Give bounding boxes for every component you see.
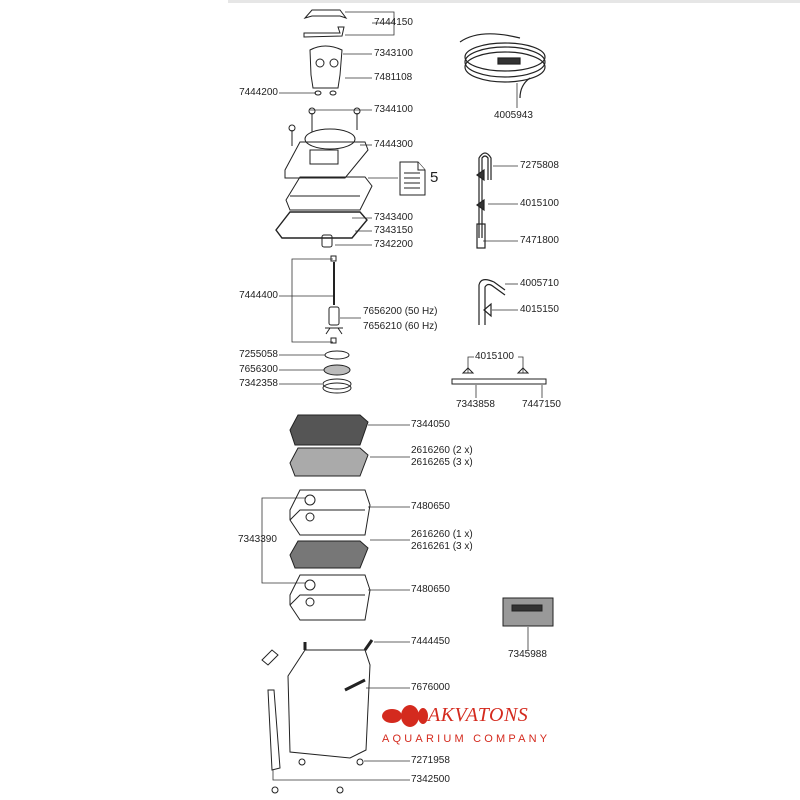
logo-name: AKVATONS [428,704,529,726]
motor-head-part [309,45,343,96]
part-label: 7656300 [239,364,278,375]
grease-packet-part [502,597,554,627]
filter-pads [289,414,369,569]
part-label: 7444150 [374,17,413,28]
part-label: 7342500 [411,774,450,785]
part-label: 7444300 [374,139,413,150]
part-label: 7676000 [411,682,450,693]
part-label: 7255058 [239,349,278,360]
part-label: 7447150 [522,399,561,410]
part-label: 7444200 [239,87,278,98]
clip-part [303,9,348,38]
part-label: 7342358 [239,378,278,389]
part-label: 7275808 [520,160,559,171]
canister-part [261,639,374,794]
part-label: 2616265 (3 x) [411,457,473,468]
part-label: 7344100 [374,104,413,115]
document-icon [399,161,426,196]
part-label: 2616260 (2 x) [411,445,473,456]
spray-bar-part [451,367,547,385]
top-divider [228,0,800,3]
part-label: 7471800 [520,235,559,246]
part-label: 4005943 [494,110,533,121]
part-label: 4015150 [520,304,559,315]
part-label: 7343858 [456,399,495,410]
part-label: 7656200 (50 Hz) [363,306,438,317]
part-label: 2616261 (3 x) [411,541,473,552]
part-label: 7343390 [238,534,277,545]
leader-lines [261,11,543,781]
part-label: 4015100 [475,351,514,362]
hose-coil-part [459,33,546,99]
akvatons-logo-fish [382,705,428,727]
part-label: 7656210 (60 Hz) [363,321,438,332]
part-label: 7481108 [374,72,413,83]
part-label: 4015100 [520,198,559,209]
part-label: 7343100 [374,48,413,59]
impeller-part [322,255,352,394]
part-label: 7342200 [374,239,413,250]
pump-housing-part [275,107,373,248]
part-label: 7480650 [411,584,450,595]
part-label: 7271958 [411,755,450,766]
part-label: 7444400 [239,290,278,301]
part-label: 7343150 [374,225,413,236]
logo-tagline: AQUARIUM COMPANY [382,733,551,745]
part-label: 7344050 [411,419,450,430]
part-label: 7480650 [411,501,450,512]
part-label: 7343400 [374,212,413,223]
intake-pipe-parts [475,152,506,325]
part-label: 2616260 (1 x) [411,529,473,540]
part-label: 4005710 [520,278,559,289]
part-label: 7345988 [508,649,547,660]
part-label: 7444450 [411,636,450,647]
filter-baskets [289,489,371,621]
document-count: 5 [430,169,439,186]
